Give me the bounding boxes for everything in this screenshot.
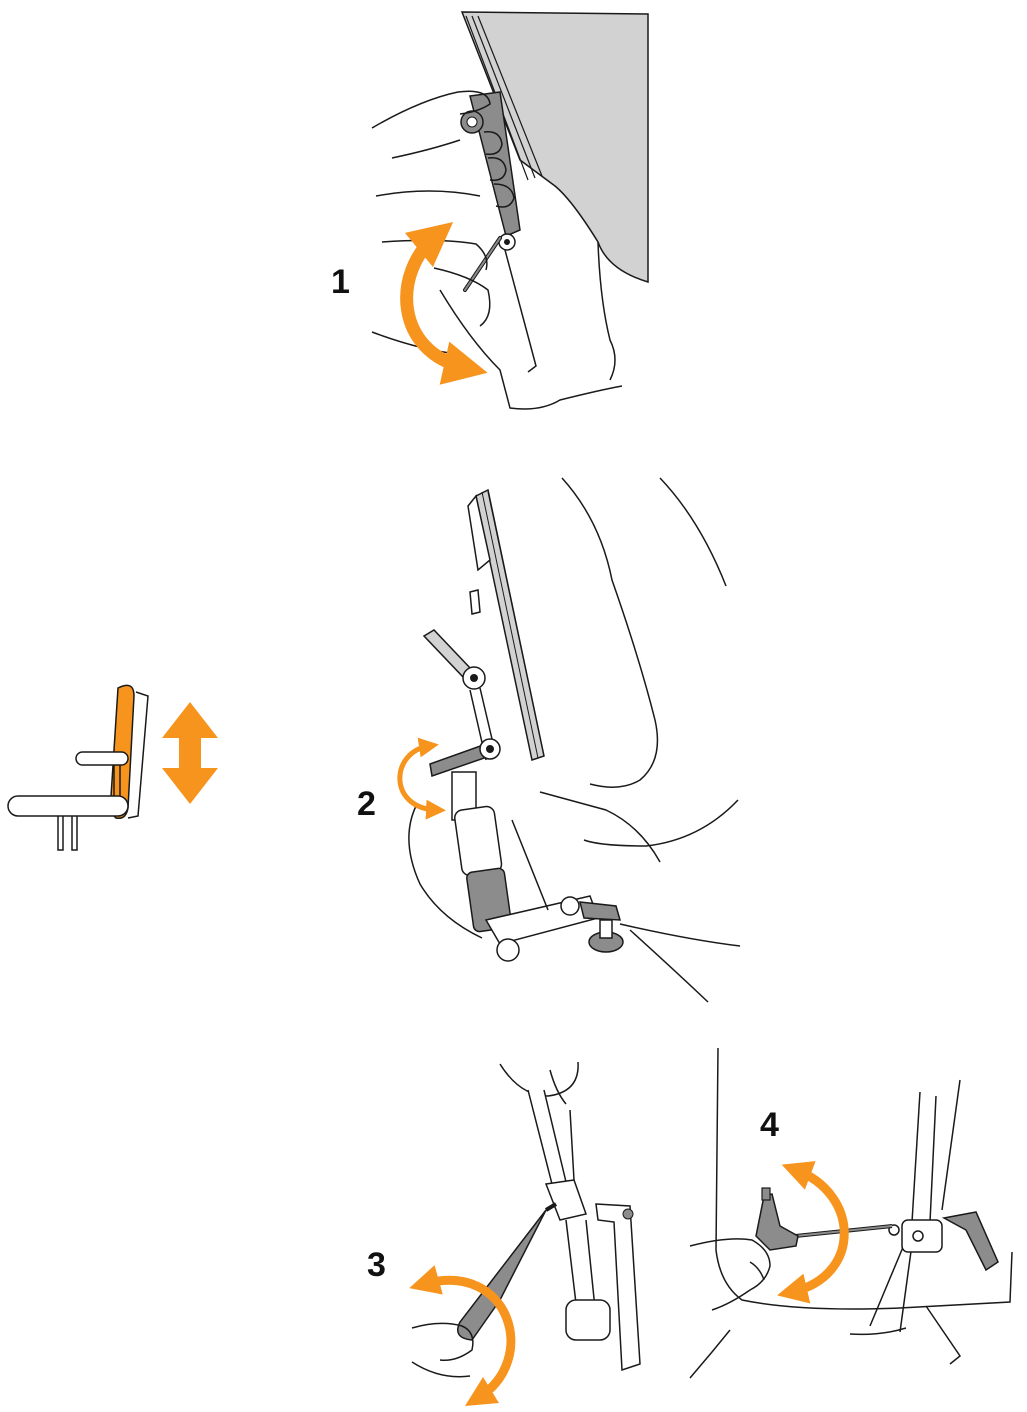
frame-side-illustration (690, 1048, 1012, 1378)
panel-step-3: 3 (367, 1062, 640, 1398)
t-handle-hex-key (756, 1188, 892, 1250)
step-label-3: 3 (367, 1246, 386, 1284)
panel-step-4: 4 (690, 1048, 1012, 1378)
double-vertical-arrow-icon (162, 702, 218, 804)
backrest-rail (468, 490, 544, 760)
panel-step-1: 1 (331, 12, 648, 409)
rotate-arrow-step-2 (400, 746, 436, 810)
panel-step-2: 2 (357, 478, 740, 1002)
hex-key-tool (465, 238, 500, 290)
seat-backrest-height-adjust-icon (8, 685, 218, 850)
hand-illustration-step-4 (690, 1239, 770, 1310)
clamp-lever (596, 1204, 640, 1370)
lower-lever (430, 739, 500, 776)
step-label-1: 1 (331, 263, 350, 301)
step-label-2: 2 (357, 785, 376, 823)
base-frame (409, 806, 623, 961)
rotate-arrow-step-1 (407, 236, 466, 368)
backrest-pad-illustration (462, 12, 648, 380)
frame-clamp (889, 1212, 998, 1270)
gas-spring (452, 772, 512, 932)
frame-tube-illustration (500, 1062, 610, 1340)
step-label-4: 4 (760, 1106, 779, 1144)
